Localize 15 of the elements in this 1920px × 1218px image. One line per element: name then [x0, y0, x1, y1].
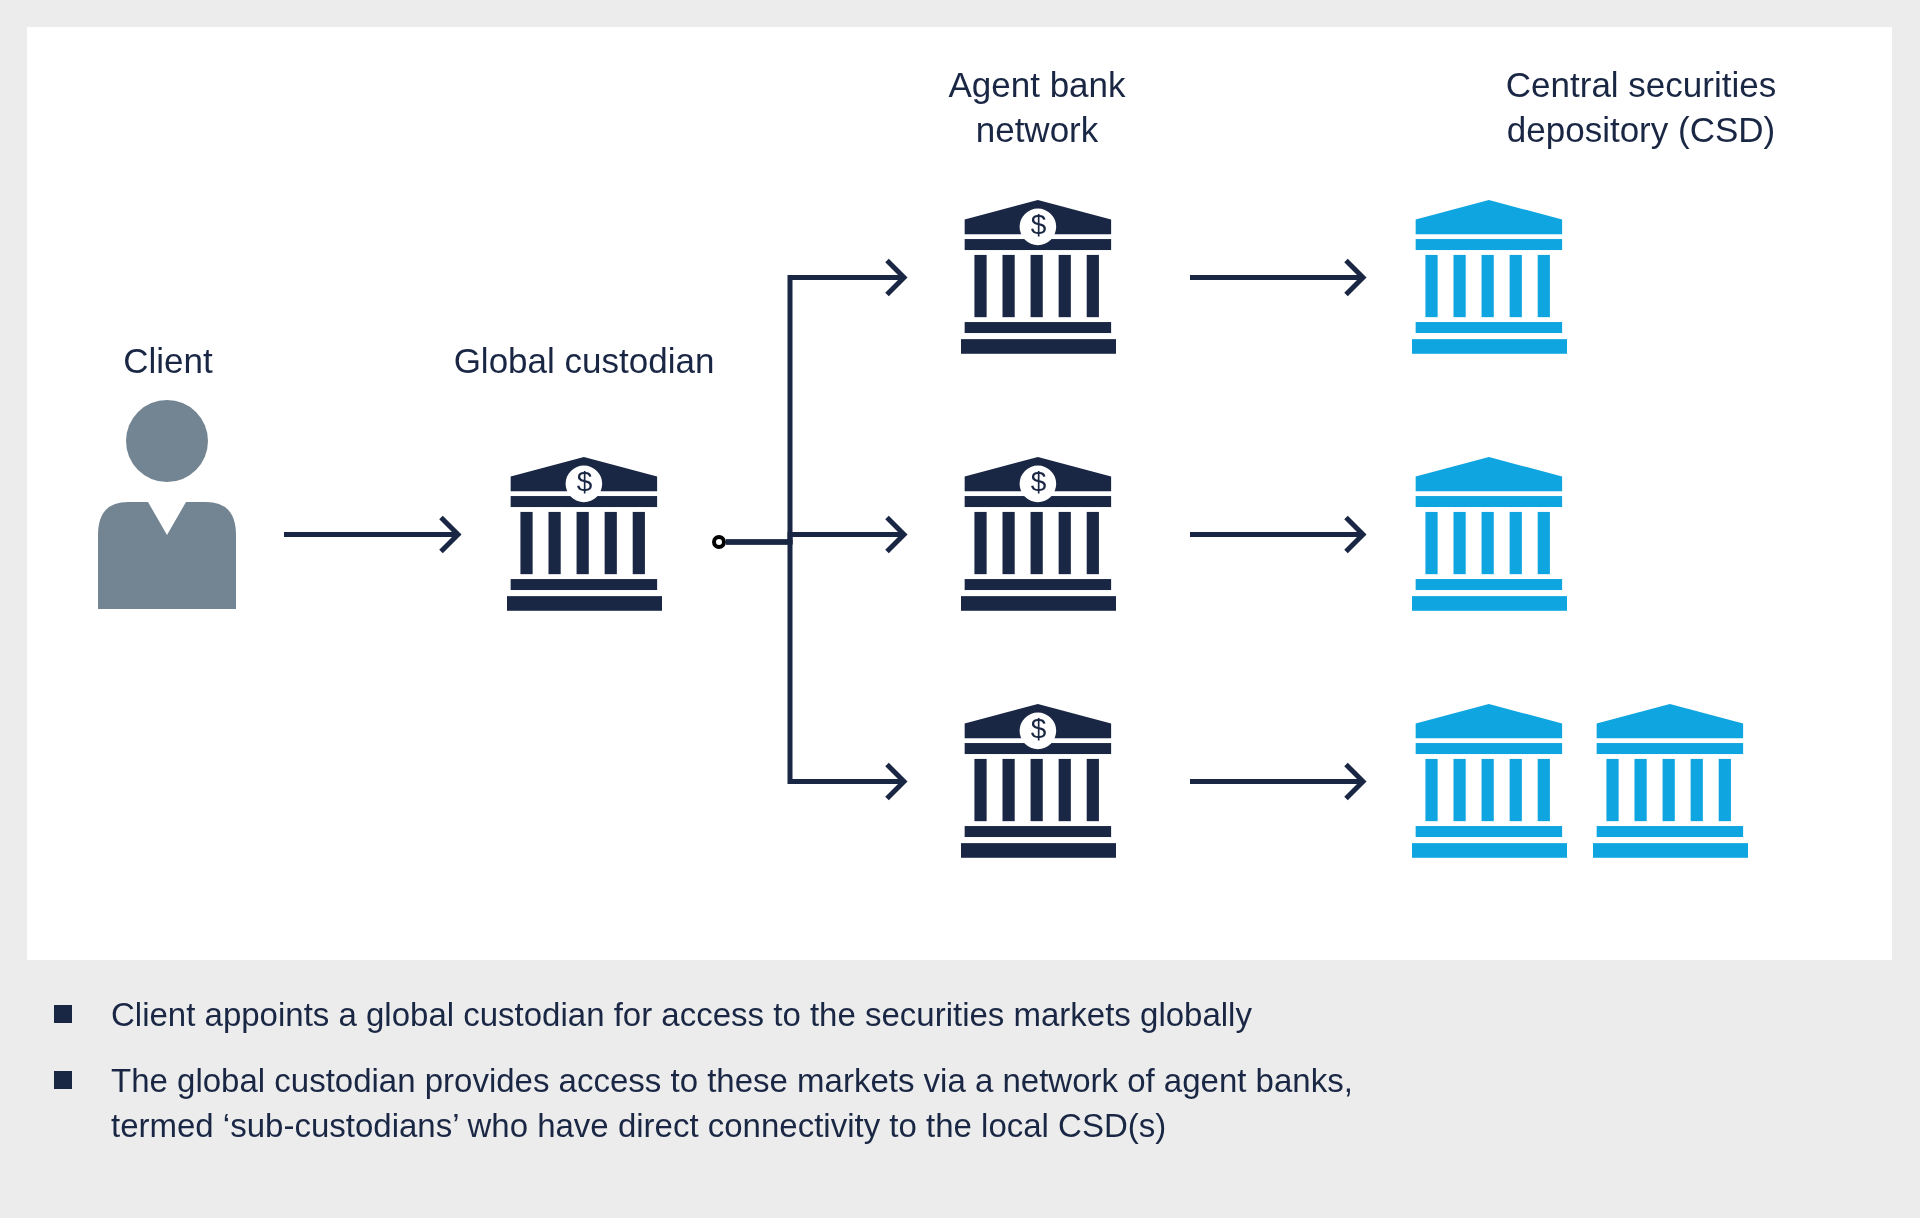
node-label: Client	[122, 340, 214, 382]
bullet-text: The global custodian provides access to these markets via a network of agent banks, termed ‘sub-custodians’ who have direct connectivity to the local CSD(s)	[111, 1061, 1354, 1146]
dollar-sign: $	[575, 467, 594, 497]
dollar-sign: $	[1029, 467, 1048, 497]
column-heading: Agent bank network	[947, 64, 1127, 151]
dollar-sign: $	[1029, 714, 1048, 744]
node-label: Global custodian	[452, 340, 716, 382]
column-heading: Central securities depository (CSD)	[1504, 64, 1778, 151]
arrow	[284, 515, 461, 554]
bullet-text: Client appoints a global custodian for access to the securities markets globally	[111, 995, 1253, 1035]
arrow	[726, 539, 907, 801]
arrow	[1190, 258, 1366, 297]
arrow	[1190, 762, 1366, 801]
dollar-sign: $	[1029, 210, 1048, 240]
arrow	[1190, 515, 1366, 554]
